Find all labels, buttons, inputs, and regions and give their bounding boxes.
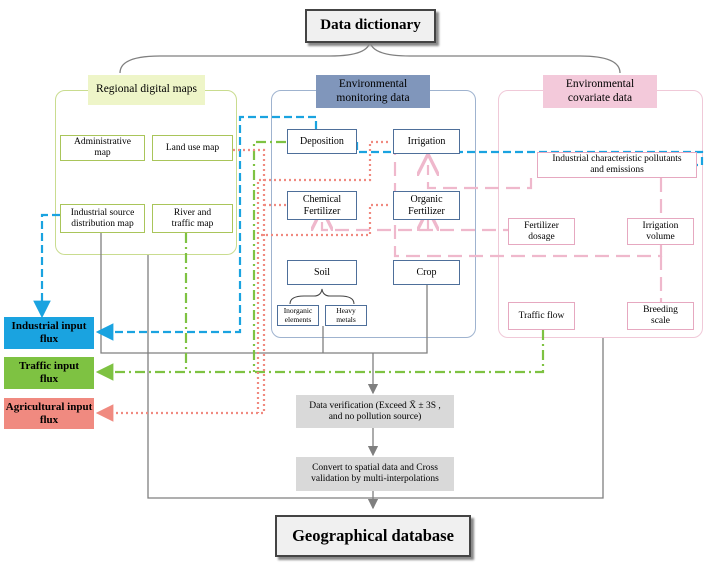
soil-brace xyxy=(289,288,355,305)
dictionary-brace xyxy=(119,39,621,74)
irrigation: Irrigation xyxy=(393,129,460,154)
geographical-database-title: Geographical database xyxy=(275,515,471,557)
breeding-scale: Breeding scale xyxy=(627,302,694,330)
covariate-header: Environmental covariate data xyxy=(543,75,657,108)
data-verification-line1: Data verification (Exceed X̄ ± 3S , xyxy=(309,400,441,411)
administrative-map: Administrative map xyxy=(60,135,145,161)
deposition: Deposition xyxy=(287,129,357,154)
soil: Soil xyxy=(287,260,357,285)
industrial-flux-lines xyxy=(33,115,704,341)
agricultural-flux-lines xyxy=(95,140,388,422)
convert-spatial-data-box: Convert to spatial data and Cross valida… xyxy=(296,457,454,491)
industrial-source-distribution-map: Industrial source distribution map xyxy=(60,204,145,233)
convert-line1: Convert to spatial data and Cross xyxy=(312,463,438,474)
traffic-flow: Traffic flow xyxy=(508,302,575,330)
convert-line2: validation by multi-interpolations xyxy=(311,474,439,484)
traffic-input-flux: Traffic input flux xyxy=(4,357,94,389)
land-use-map: Land use map xyxy=(152,135,233,161)
fertilizer-dosage: Fertilizer dosage xyxy=(508,218,575,245)
covariate-group xyxy=(498,90,703,338)
irrigation-volume: Irrigation volume xyxy=(627,218,694,245)
industrial-characteristic-pollutants: Industrial characteristic pollutants and… xyxy=(537,152,697,178)
gray-flow-lines xyxy=(100,233,604,510)
industrial-input-flux: Industrial input flux xyxy=(4,317,94,349)
organic-fertilizer: Organic Fertilizer xyxy=(393,191,460,220)
river-traffic-map: River and traffic map xyxy=(152,204,233,233)
data-dictionary-title: Data dictionary xyxy=(305,9,436,43)
monitoring-header: Environmental monitoring data xyxy=(316,75,430,108)
inorganic-elements: Inorganic elements xyxy=(277,305,319,326)
heavy-metals: Heavy metals xyxy=(325,305,367,326)
chemical-fertilizer: Chemical Fertilizer xyxy=(287,191,357,220)
crop: Crop xyxy=(393,260,460,285)
agricultural-input-flux: Agricultural input flux xyxy=(4,398,94,429)
data-verification-line2: and no pollution source) xyxy=(328,411,422,422)
regional-maps-header: Regional digital maps xyxy=(88,75,205,105)
traffic-flux-lines xyxy=(95,140,545,381)
data-verification-box: Data verification (Exceed X̄ ± 3S , and … xyxy=(296,395,454,428)
